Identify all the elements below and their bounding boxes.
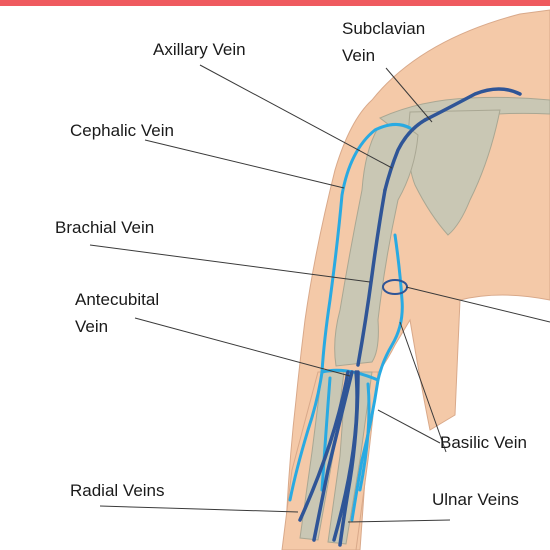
deep-veins xyxy=(298,87,522,547)
label-brachial-vein: Brachial Vein xyxy=(55,218,155,237)
forearm-superficial-vein-2 xyxy=(358,382,371,492)
forearm-deep-branch-2 xyxy=(332,370,359,542)
label-antecubital-line2: Vein xyxy=(75,317,109,336)
forearm-deep-branch xyxy=(298,370,350,522)
forearm-superficial-vein xyxy=(320,376,332,492)
brachial-vein xyxy=(356,188,387,367)
label-ulnar-veins: Ulnar Veins xyxy=(432,490,519,509)
leader-subclavian xyxy=(385,67,433,123)
label-axillary-vein: Axillary Vein xyxy=(153,40,246,59)
leader-cephalic xyxy=(144,139,345,189)
label-antecubital-line1: Antecubital xyxy=(75,290,160,309)
leader-lines xyxy=(89,64,550,523)
label-radial-veins: Radial Veins xyxy=(70,481,165,500)
label-subclavian-line1: Subclavian xyxy=(342,19,426,38)
leader-basilic-2 xyxy=(377,409,441,444)
radial-vein-deep xyxy=(312,370,354,542)
axillary-vein xyxy=(383,118,427,192)
ulna-bone xyxy=(327,371,373,545)
cephalic-vein xyxy=(288,123,412,502)
leader-radial xyxy=(99,505,299,513)
label-basilic-vein: Basilic Vein xyxy=(440,433,527,452)
subclavian-vein xyxy=(423,87,522,122)
label-subclavian-line2: Vein xyxy=(342,46,376,65)
leader-basilic xyxy=(399,321,447,453)
label-cephalic-vein: Cephalic Vein xyxy=(70,121,174,140)
leader-antecubital xyxy=(134,317,351,377)
leader-axillary xyxy=(199,64,393,169)
leader-basilic-marker xyxy=(405,286,550,323)
leader-brachial xyxy=(89,244,371,283)
accent-bar xyxy=(0,0,550,6)
leader-ulnar xyxy=(347,519,451,523)
